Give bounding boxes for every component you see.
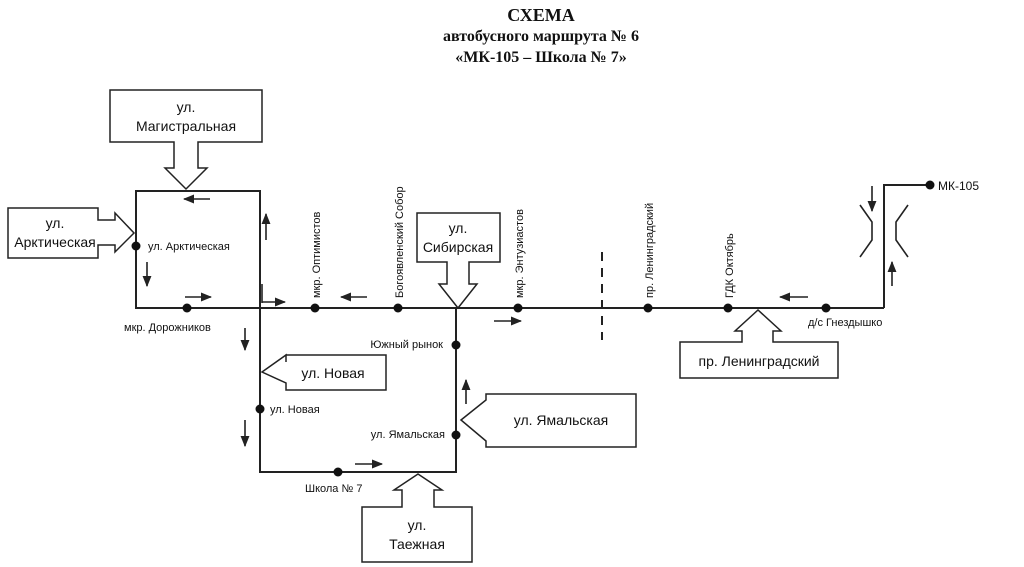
stop-label-mkr-dorozhnikov: мкр. Дорожников: [124, 322, 211, 334]
direction-arrows: [142, 186, 897, 469]
callout-label-leningradsky: пр. Ленинградский: [698, 353, 819, 369]
stop-ul-yamalskaya: [451, 430, 461, 440]
callout-label-taezhnaya-1: ул.: [408, 517, 427, 533]
stop-gdk-oktyabr: [723, 303, 733, 313]
callout-ul-sibirskaya: ул. Сибирская: [416, 212, 501, 310]
callout-label-arkticheskaya-1: ул.: [46, 215, 65, 231]
callout-label-magistralnaya-2: Магистральная: [136, 118, 236, 134]
stop-ds-gnezdyshko: [821, 303, 831, 313]
stop-mk-105: [925, 180, 935, 190]
callout-ul-magistralnaya: ул. Магистральная: [109, 89, 263, 191]
bracket-right: [895, 204, 909, 258]
callout-ul-yamalskaya: ул. Ямальская: [459, 393, 637, 448]
stop-mkr-entuziastov: [513, 303, 523, 313]
callout-label-taezhnaya-2: Таежная: [389, 536, 445, 552]
stop-pr-leningradsky: [643, 303, 653, 313]
stop-mkr-optimistov: [310, 303, 320, 313]
stop-label-mk-105: МК-105: [938, 179, 979, 193]
callout-label-sibirskaya-1: ул.: [449, 220, 468, 236]
scheme-subtitle: автобусного маршрута № 6: [443, 28, 639, 45]
stop-markers: [131, 180, 935, 477]
scheme-title: СХЕМА: [507, 5, 575, 25]
callout-pr-leningradsky: пр. Ленинградский: [679, 308, 839, 379]
stop-label-ds-gnezdyshko: д/с Гнездышко: [808, 317, 882, 329]
stop-label-pr-leningradsky: пр. Ленинградский: [644, 203, 656, 298]
stop-label-shkola-7: Школа № 7: [305, 483, 362, 495]
stop-label-bogoyavlensky-sobor: Богоявленский Собор: [394, 186, 406, 298]
callout-label-sibirskaya-2: Сибирская: [423, 239, 493, 255]
stop-yuzhny-rynok: [451, 340, 461, 350]
callout-ul-arkticheskaya: ул. Арктическая: [7, 207, 136, 259]
callout-ul-taezhnaya: ул. Таежная: [361, 473, 473, 563]
callout-label-arkticheskaya-2: Арктическая: [14, 234, 96, 250]
callout-label-magistralnaya-1: ул.: [177, 99, 196, 115]
callout-label-novaya: ул. Новая: [301, 365, 364, 381]
stop-mkr-dorozhnikov: [182, 303, 192, 313]
callout-ul-novaya: ул. Новая: [260, 353, 387, 391]
stop-label-mkr-optimistov: мкр. Оптимистов: [311, 211, 323, 298]
stop-ul-novaya: [255, 404, 265, 414]
route-name: «МК-105 – Школа № 7»: [455, 49, 626, 66]
stop-label-yuzhny-rynok: Южный рынок: [370, 339, 443, 351]
stop-bogoyavlensky-sobor: [393, 303, 403, 313]
callout-label-yamalskaya: ул. Ямальская: [514, 412, 608, 428]
stop-label-ul-novaya: ул. Новая: [270, 404, 320, 416]
stop-label-ul-yamalskaya: ул. Ямальская: [371, 429, 445, 441]
route-lines: [135, 184, 930, 473]
stop-shkola-7: [333, 467, 343, 477]
stop-label-gdk-oktyabr: ГДК Октябрь: [724, 233, 736, 298]
stop-ul-arkticheskaya: [131, 241, 141, 251]
stop-label-mkr-entuziastov: мкр. Энтузиастов: [514, 209, 526, 298]
bracket-left: [859, 204, 873, 258]
stop-label-ul-arkticheskaya: ул. Арктическая: [148, 241, 230, 253]
